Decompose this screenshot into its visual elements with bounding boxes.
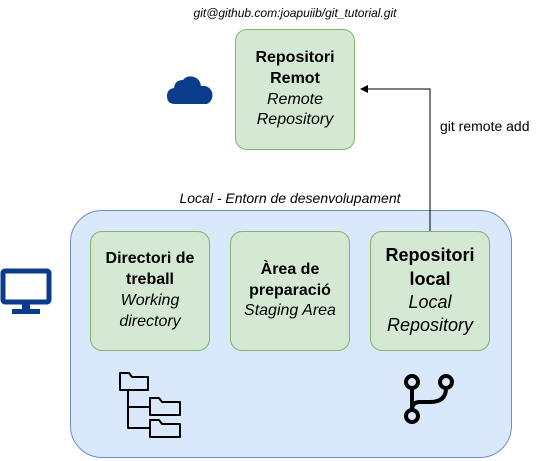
remote-title-line1: Repositori (255, 48, 335, 66)
remote-sub-line2: Repository (256, 111, 334, 129)
cloud-icon (167, 76, 213, 104)
st-title-line1: Àrea de (260, 260, 320, 278)
lr-title-line2: local (409, 268, 451, 289)
st-title-line2: preparació (249, 281, 331, 299)
remote-title-line2: Remot (270, 69, 320, 87)
staging-area-box: Àrea de preparació Staging Area (230, 231, 350, 351)
local-repository-box: Repositori local Local Repository (370, 231, 490, 351)
remote-repository-box: Repositori Remot Remote Repository (235, 29, 355, 150)
remote-url: git@github.com:joapuiib/git_tutorial.git (193, 6, 397, 20)
wd-title-line2: treball (125, 271, 174, 289)
wd-sub-line2: directory (119, 312, 181, 330)
git-branch-icon (404, 374, 454, 424)
st-sub-line1: Staging Area (244, 302, 336, 320)
wd-title-line1: Directori de (105, 250, 195, 268)
working-directory-box: Directori de treball Working directory (90, 231, 210, 351)
monitor-icon (0, 268, 52, 314)
lr-title-line1: Repositori (385, 245, 475, 266)
remote-sub-line1: Remote (266, 90, 324, 108)
lr-sub-line2: Repository (386, 315, 474, 336)
folder-tree-icon (119, 372, 181, 438)
local-environment-label: Local - Entorn de desenvolupament (179, 190, 401, 206)
git-remote-add-label: git remote add (440, 118, 530, 134)
wd-sub-line1: Working (120, 292, 180, 309)
lr-sub-line1: Local (408, 292, 452, 312)
